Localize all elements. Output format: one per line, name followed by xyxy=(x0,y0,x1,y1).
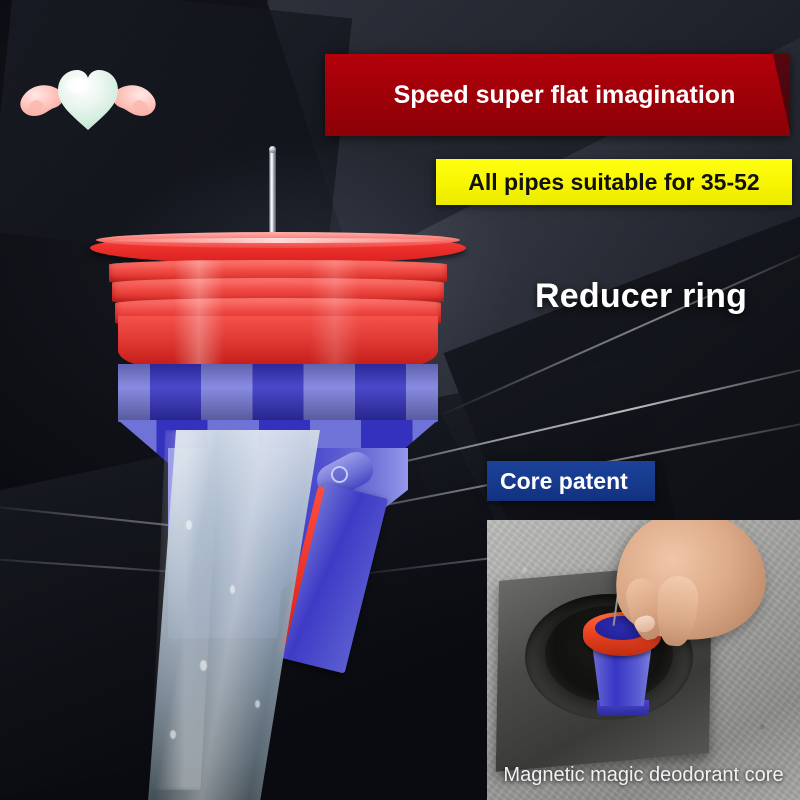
winged-heart-icon xyxy=(14,50,162,140)
water-droplet xyxy=(230,585,235,594)
subhead-text: All pipes suitable for 35-52 xyxy=(468,168,760,195)
core-patent-badge-text: Core patent xyxy=(500,467,628,494)
core-patent-photo xyxy=(487,520,800,800)
water-droplet xyxy=(255,700,260,708)
photo-caption: Magnetic magic deodorant core xyxy=(503,763,784,786)
headline-text: Speed super flat imagination xyxy=(393,80,736,109)
silicone-collar-body xyxy=(118,316,438,368)
drain-core-body xyxy=(592,648,652,706)
magnetic-pin xyxy=(269,148,276,240)
water-droplet xyxy=(170,730,176,739)
reducer-ring-label: Reducer ring xyxy=(535,277,748,315)
headline-banner: Speed super flat imagination xyxy=(325,54,790,136)
product-illustration xyxy=(78,146,478,674)
magnetic-pin-tip xyxy=(269,146,276,153)
water-droplet xyxy=(200,660,207,671)
subhead-banner: All pipes suitable for 35-52 xyxy=(436,159,792,205)
valve-hinge-pin-icon xyxy=(331,466,348,483)
core-patent-badge: Core patent xyxy=(487,461,655,501)
funnel-upper xyxy=(118,364,438,422)
funnel-upper-shading xyxy=(118,364,438,422)
water-droplet xyxy=(186,520,192,530)
silicone-flange-seam xyxy=(112,238,444,243)
